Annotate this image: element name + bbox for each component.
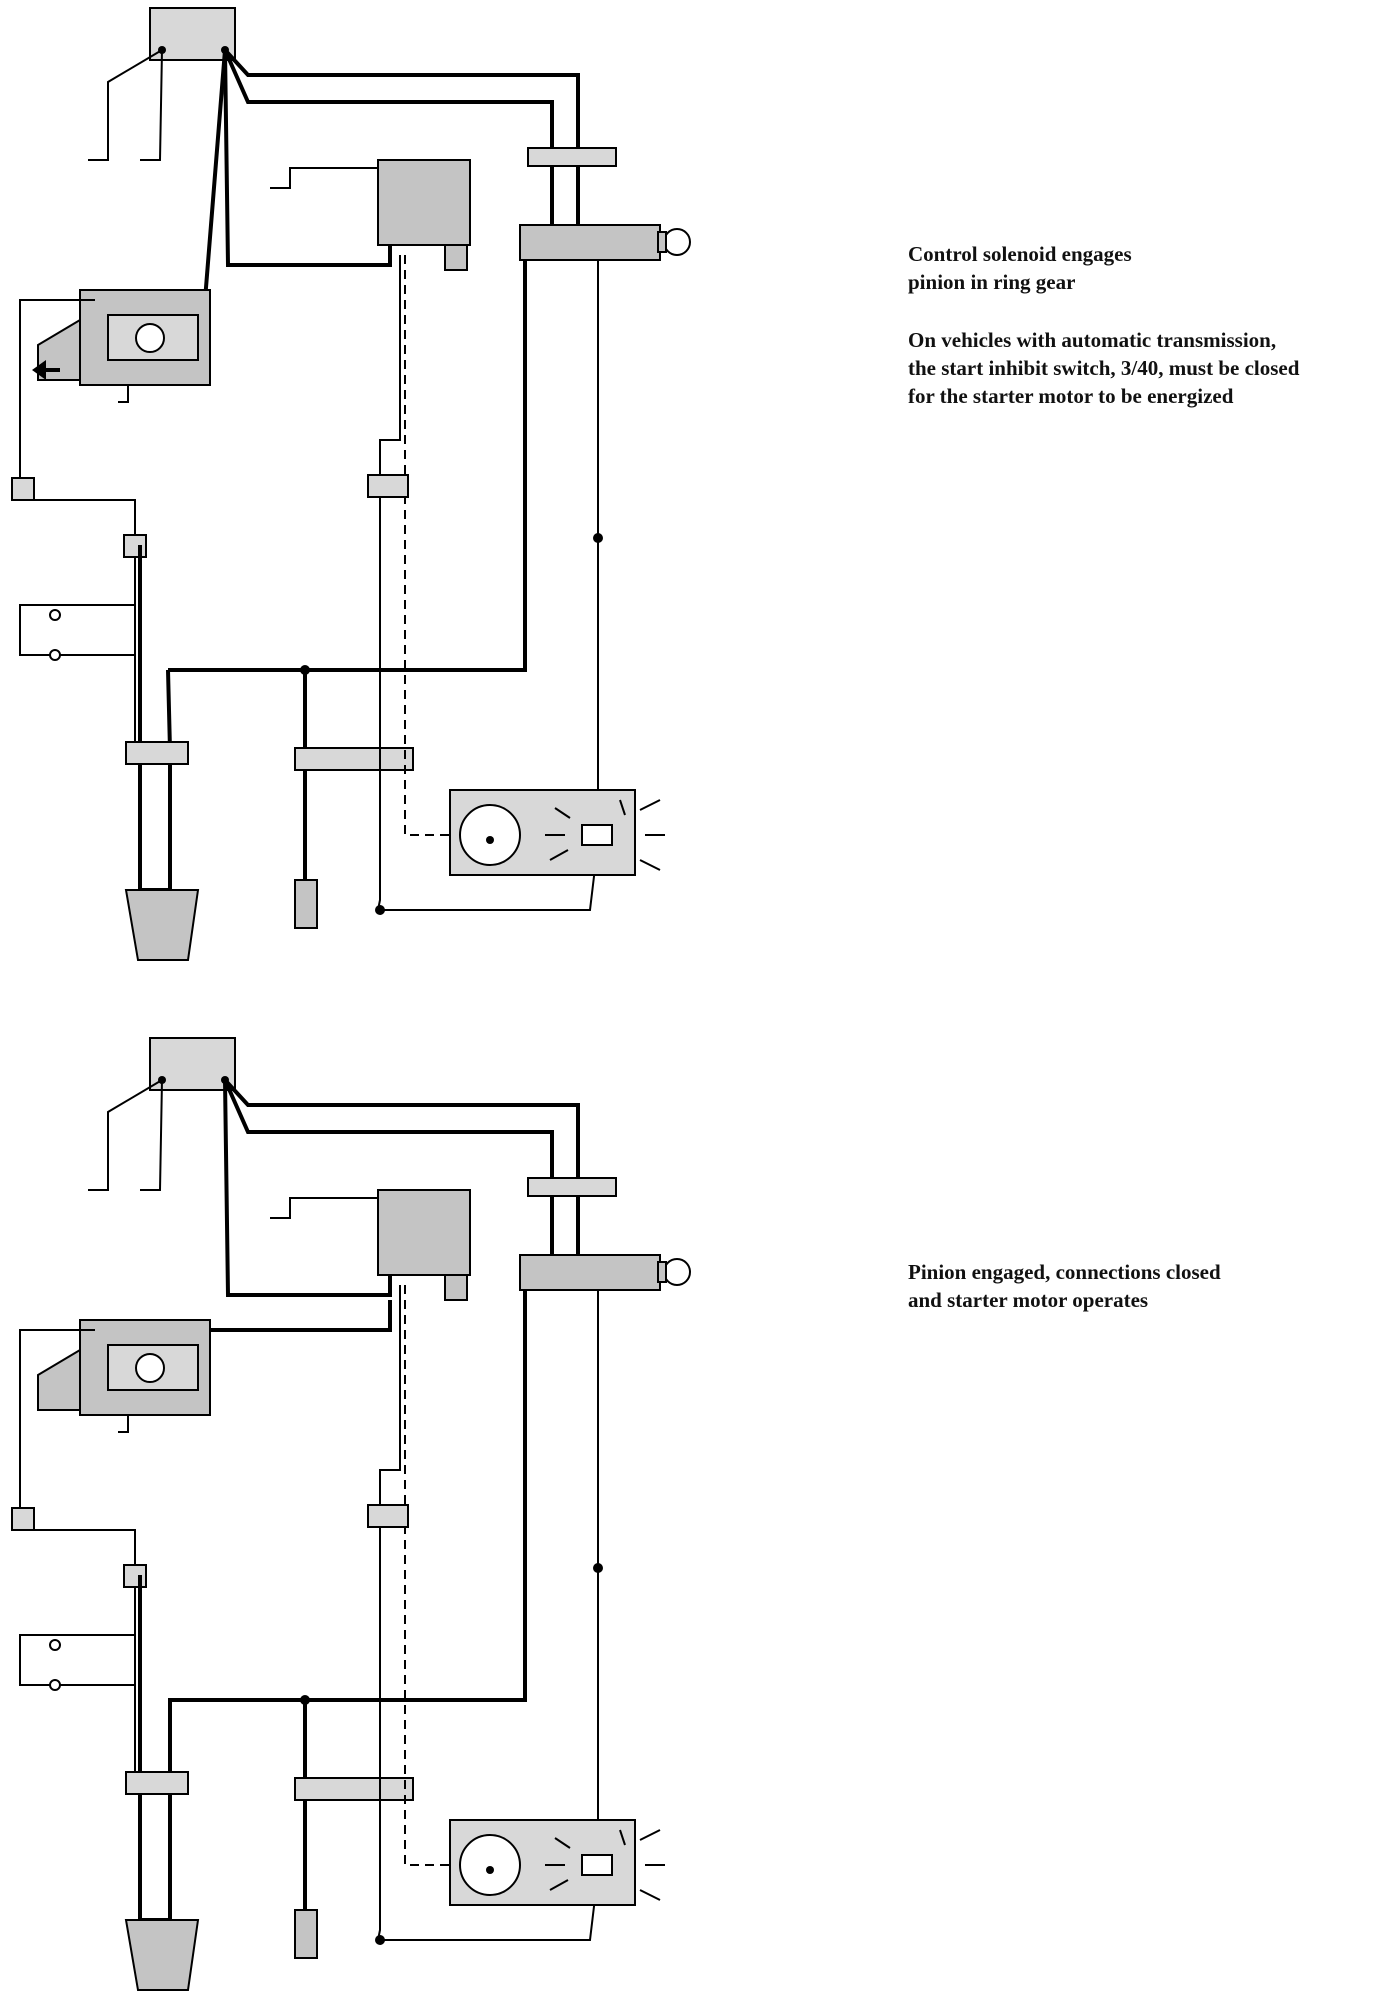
caption-line: and starter motor operates [908,1288,1149,1312]
wiring-diagram-panel-1: Control solenoid engages pinion in ring … [0,0,1392,985]
gauge-icon [459,1834,521,1896]
caption-panel-2: Pinion engaged, connections closed and s… [908,1258,1388,1314]
schematic-1 [11,7,691,961]
battery-icon [124,889,200,961]
connector-battery [125,741,189,765]
starter-motor-icon [37,1319,211,1416]
caption-line: Control solenoid engages [908,242,1132,266]
ignition-switch-icon [519,1254,661,1291]
schematic-2 [11,1037,691,1991]
gauge-icon [459,804,521,866]
connector-battery [125,1771,189,1795]
warning-lamp-icon [545,1829,665,1901]
caption-line: On vehicles with automatic transmission, [908,328,1277,352]
warning-lamp-icon [545,799,665,871]
caption-line: pinion in ring gear [908,270,1076,294]
caption-panel-1: Control solenoid engages pinion in ring … [908,240,1388,410]
caption-line: the start inhibit switch, 3/40, must be … [908,356,1300,380]
connector-upper-right [527,1177,617,1197]
connector-upper-right [527,147,617,167]
starter-motor-icon [37,289,211,386]
control-relay [377,1189,471,1276]
caption-line: Pinion engaged, connections closed [908,1260,1221,1284]
caption-line: for the starter motor to be energized [908,384,1234,408]
control-relay [377,159,471,246]
battery-icon [124,1919,200,1991]
ignition-switch-icon [519,224,661,261]
wiring-diagram-panel-2: Pinion engaged, connections closed and s… [0,1030,1392,2015]
